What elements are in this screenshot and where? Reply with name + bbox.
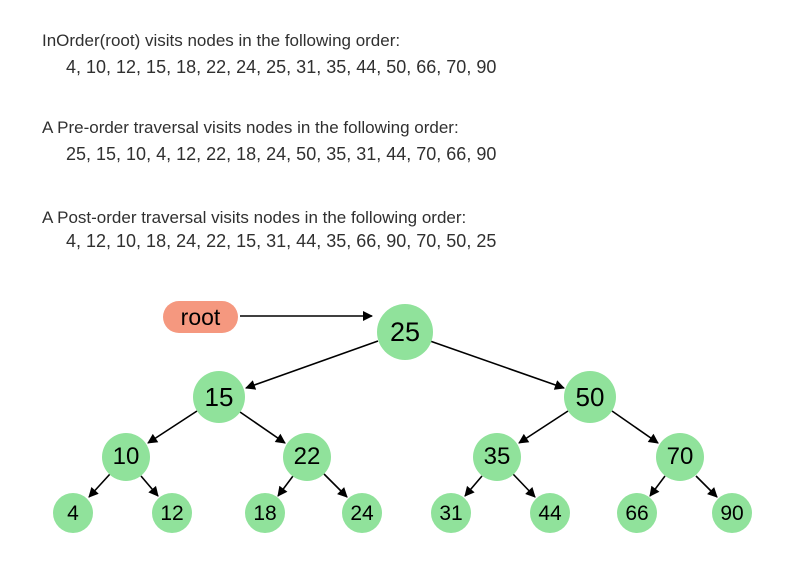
edge-10-12 bbox=[140, 475, 159, 497]
tree-node-24: 24 bbox=[342, 493, 382, 533]
edge-15-10 bbox=[147, 410, 198, 444]
tree-node-22: 22 bbox=[283, 433, 331, 481]
tree-node-66: 66 bbox=[617, 493, 657, 533]
node-label: 10 bbox=[112, 443, 140, 470]
node-label: 25 bbox=[389, 316, 421, 347]
node-label: 90 bbox=[720, 501, 744, 525]
edge-35-31 bbox=[464, 475, 483, 497]
postorder-order: 4, 12, 10, 18, 24, 22, 15, 31, 44, 35, 6… bbox=[66, 231, 497, 251]
node-label: 70 bbox=[666, 443, 694, 470]
tree-node-50: 50 bbox=[564, 371, 616, 423]
preorder-title: A Pre-order traversal visits nodes in th… bbox=[42, 118, 459, 137]
edge-70-66 bbox=[649, 475, 666, 497]
root-pointer-text: root bbox=[180, 303, 221, 330]
edge-10-4 bbox=[88, 473, 111, 498]
inorder-order: 4, 10, 12, 15, 18, 22, 24, 25, 31, 35, 4… bbox=[66, 57, 497, 77]
tree-node-15: 15 bbox=[193, 371, 245, 423]
node-label: 50 bbox=[575, 382, 605, 412]
edge-22-18 bbox=[277, 475, 294, 497]
postorder-title: A Post-order traversal visits nodes in t… bbox=[42, 208, 467, 227]
tree-node-44: 44 bbox=[530, 493, 570, 533]
edge-25-15 bbox=[245, 340, 379, 390]
node-label: 18 bbox=[253, 501, 277, 525]
tree-node-10: 10 bbox=[102, 433, 150, 481]
node-label: 24 bbox=[350, 501, 374, 525]
node-label: 15 bbox=[204, 382, 234, 412]
tree-node-25: 25 bbox=[377, 304, 433, 360]
inorder-title: InOrder(root) visits nodes in the follow… bbox=[42, 31, 401, 50]
node-label: 22 bbox=[293, 443, 321, 470]
tree-node-35: 35 bbox=[473, 433, 521, 481]
root-pointer-label: root bbox=[163, 301, 238, 333]
tree-node-70: 70 bbox=[656, 433, 704, 481]
node-label: 44 bbox=[538, 501, 562, 525]
node-label: 66 bbox=[625, 501, 649, 525]
tree-node-90: 90 bbox=[712, 493, 752, 533]
node-label: 12 bbox=[160, 501, 184, 525]
edge-50-70 bbox=[611, 410, 659, 444]
node-label: 35 bbox=[483, 443, 511, 470]
node-label: 4 bbox=[67, 501, 79, 525]
preorder-order: 25, 15, 10, 4, 12, 22, 18, 24, 50, 35, 3… bbox=[66, 144, 497, 164]
edge-70-90 bbox=[695, 475, 718, 498]
tree-node-12: 12 bbox=[152, 493, 192, 533]
node-label: 31 bbox=[439, 501, 463, 525]
tree-node-4: 4 bbox=[53, 493, 93, 533]
edge-22-24 bbox=[323, 473, 348, 498]
tree-node-18: 18 bbox=[245, 493, 285, 533]
tree-node-31: 31 bbox=[431, 493, 471, 533]
edge-15-22 bbox=[239, 411, 286, 444]
edge-35-44 bbox=[512, 473, 536, 498]
edge-25-50 bbox=[429, 340, 565, 390]
edge-50-35 bbox=[518, 410, 569, 444]
